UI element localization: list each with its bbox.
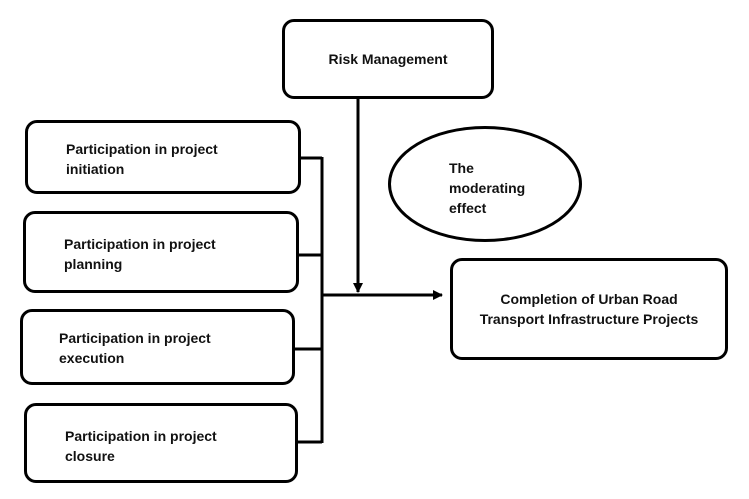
input-box-planning: Participation in project planning: [23, 211, 299, 293]
input-label-planning: Participation in project planning: [64, 236, 216, 272]
input-label-closure: Participation in project closure: [65, 428, 217, 464]
risk-management-box: Risk Management: [282, 19, 494, 99]
input-box-execution: Participation in project execution: [20, 309, 295, 385]
moderating-effect-label: The moderating effect: [449, 160, 526, 216]
input-box-closure: Participation in project closure: [24, 403, 298, 483]
input-label-initiation: Participation in project initiation: [66, 141, 218, 177]
input-label-execution: Participation in project execution: [59, 330, 211, 366]
moderating-effect-ellipse: The moderating effect: [388, 126, 582, 242]
outcome-label: Completion of Urban Road Transport Infra…: [479, 291, 699, 327]
input-box-initiation: Participation in project initiation: [25, 120, 301, 194]
risk-management-label: Risk Management: [328, 51, 448, 67]
outcome-box: Completion of Urban Road Transport Infra…: [450, 258, 728, 360]
